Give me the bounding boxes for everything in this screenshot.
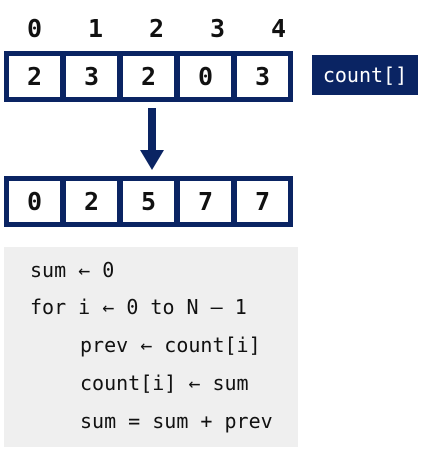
input-cell: 0: [175, 51, 236, 102]
output-cell: 5: [118, 176, 179, 227]
output-cell: 7: [232, 176, 293, 227]
output-array: 0 2 5 7 7: [4, 176, 309, 227]
index-label: 4: [270, 14, 287, 43]
input-cell: 2: [118, 51, 179, 102]
index-label: 3: [209, 14, 226, 43]
input-cell: 3: [232, 51, 293, 102]
code-line: count[i] ← sum: [80, 371, 249, 395]
output-cell: 7: [175, 176, 236, 227]
code-line: for i ← 0 to N – 1: [30, 295, 247, 319]
code-line: sum = sum + prev: [80, 409, 273, 433]
input-cell: 3: [61, 51, 122, 102]
index-label: 0: [26, 14, 43, 43]
input-cell: 2: [4, 51, 65, 102]
index-row: 0 1 2 3 4: [4, 14, 309, 44]
down-arrow-icon: [140, 108, 164, 170]
input-array: 2 3 2 0 3: [4, 51, 309, 102]
pseudocode-block: sum ← 0 for i ← 0 to N – 1 prev ← count[…: [4, 247, 298, 447]
index-label: 2: [148, 14, 165, 43]
output-cell: 2: [61, 176, 122, 227]
index-label: 1: [87, 14, 104, 43]
array-name-label: count[]: [312, 55, 418, 95]
code-line: sum ← 0: [30, 258, 115, 282]
code-line: prev ← count[i]: [80, 333, 261, 357]
output-cell: 0: [4, 176, 65, 227]
